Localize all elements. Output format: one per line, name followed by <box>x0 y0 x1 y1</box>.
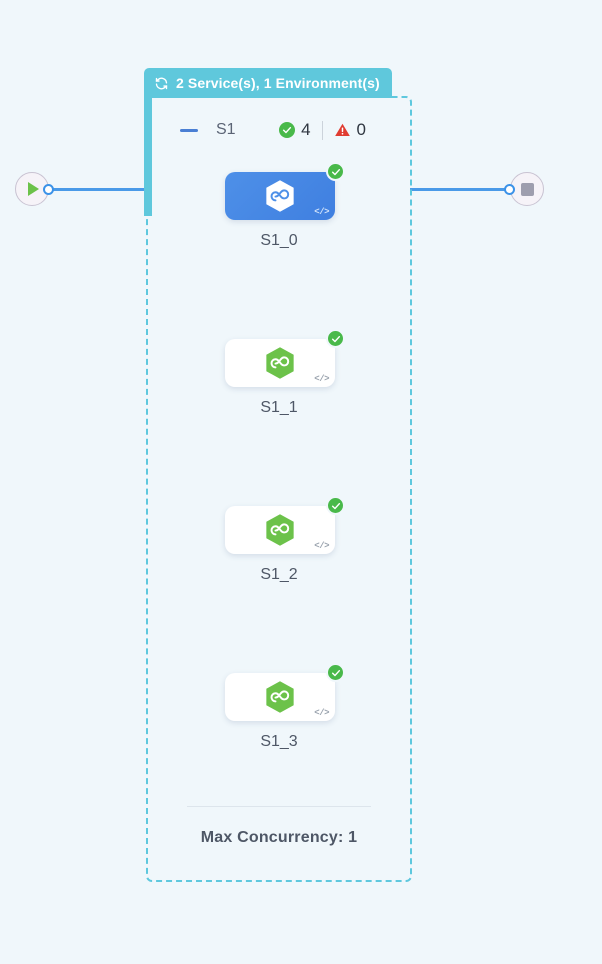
group-header-tab[interactable]: 2 Service(s), 1 Environment(s) <box>144 68 392 98</box>
group-footer: Max Concurrency: 1 <box>146 806 412 847</box>
check-circle-icon <box>326 663 345 682</box>
service-node-card[interactable]: </> <box>225 496 345 554</box>
service-node-1[interactable]: </> S1_1 <box>213 329 345 417</box>
service-node-label: S1_1 <box>260 399 298 416</box>
group-status-row: S1 4 0 <box>146 112 412 148</box>
check-circle-icon <box>279 122 296 138</box>
group-name-label: S1 <box>216 121 236 138</box>
service-node-2[interactable]: </> S1_2 <box>213 496 345 584</box>
start-node-output-handle[interactable] <box>43 184 54 195</box>
code-icon: </> <box>314 708 329 718</box>
end-node-input-handle[interactable] <box>504 184 515 195</box>
service-node-label: S1_2 <box>260 566 298 583</box>
group-left-accent-band <box>144 96 152 216</box>
code-icon: </> <box>314 541 329 551</box>
edge-group-to-end <box>410 188 513 191</box>
end-node[interactable] <box>510 172 544 206</box>
max-concurrency-label: Max Concurrency: 1 <box>200 829 358 846</box>
service-node-0[interactable]: </> S1_0 <box>213 162 345 250</box>
stop-icon <box>520 182 534 196</box>
infinity-hexagon-icon <box>264 513 296 547</box>
refresh-icon <box>154 76 169 91</box>
service-node-label: S1_0 <box>260 232 298 249</box>
counts-divider <box>321 120 323 140</box>
check-circle-icon <box>326 162 345 181</box>
service-node-card[interactable]: </> <box>225 162 345 220</box>
infinity-hexagon-icon <box>264 346 296 380</box>
service-node-card[interactable]: </> <box>225 663 345 721</box>
infinity-hexagon-icon <box>264 680 296 714</box>
code-icon: </> <box>314 207 329 217</box>
minus-icon[interactable] <box>180 128 198 132</box>
service-node-3[interactable]: </> S1_3 <box>213 663 345 751</box>
error-count-group[interactable]: 0 <box>334 120 366 140</box>
service-node-label: S1_3 <box>260 733 298 750</box>
success-count-group[interactable]: 4 <box>279 120 311 140</box>
group-header-label: 2 Service(s), 1 Environment(s) <box>176 75 380 91</box>
code-icon: </> <box>314 374 329 384</box>
service-node-card[interactable]: </> <box>225 329 345 387</box>
check-circle-icon <box>326 496 345 515</box>
footer-divider <box>187 806 371 807</box>
play-icon <box>28 182 39 196</box>
infinity-hexagon-icon <box>264 179 296 213</box>
error-count-value: 0 <box>356 120 366 139</box>
group-counts: 4 0 <box>279 120 366 140</box>
warning-triangle-icon <box>334 122 351 138</box>
check-circle-icon <box>326 329 345 348</box>
edge-start-to-group <box>48 188 148 191</box>
success-count-value: 4 <box>301 120 311 139</box>
